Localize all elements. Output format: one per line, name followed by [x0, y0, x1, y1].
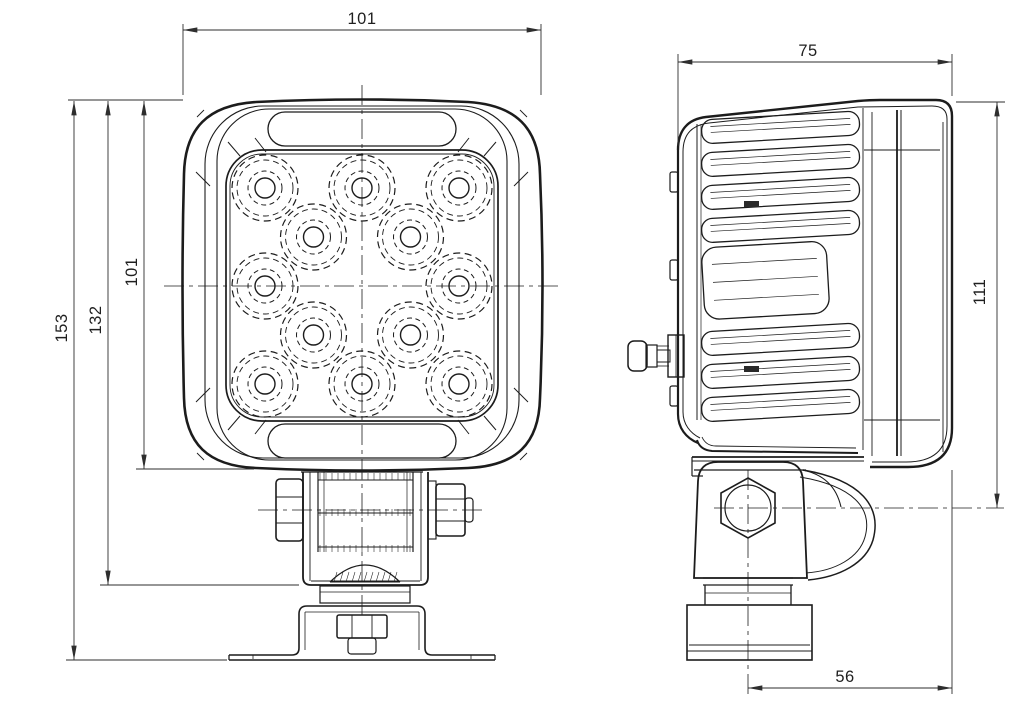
- pivot-lug: [693, 461, 842, 579]
- base-block: [686, 604, 813, 661]
- housing-outline: [181, 98, 544, 472]
- heatsink-fin: [700, 143, 861, 178]
- dim-132-label: 132: [87, 305, 105, 334]
- led-optic: [231, 350, 299, 418]
- heatsink-fin: [700, 176, 861, 211]
- dim-height-153: 153: [53, 100, 227, 661]
- housing-outer-shell: [181, 98, 544, 472]
- bezel-segment-joints: [195, 137, 529, 435]
- dim-height-132: 132: [87, 100, 299, 586]
- mounting-nut: [336, 614, 388, 655]
- dim-height-111: 111: [956, 101, 1005, 509]
- fin-slot: [744, 366, 759, 372]
- pedestal: [686, 577, 813, 661]
- rear-clip-tab: [669, 385, 679, 407]
- dim-offset-56: 56: [747, 470, 953, 694]
- dim-width-101: 101: [182, 10, 542, 95]
- dim-153-label: 153: [53, 313, 71, 342]
- connector-plug: [627, 334, 685, 378]
- rear-panel: [669, 150, 701, 445]
- spring-dome: [329, 564, 401, 583]
- dim-111-label: 111: [971, 279, 989, 306]
- rear-clip-tab: [669, 259, 679, 281]
- heatsink-fin-wide: [701, 240, 830, 320]
- led-optic: [425, 154, 493, 222]
- led-optic: [425, 350, 493, 418]
- knurled-pivot-pin: [317, 472, 414, 552]
- dim-56-label: 56: [835, 668, 854, 686]
- heatsink-fin: [700, 388, 861, 423]
- led-optic: [376, 301, 445, 369]
- mounting-bracket-front: [228, 471, 496, 661]
- pedestal-disc: [319, 585, 411, 604]
- heatsink-fin: [700, 322, 861, 357]
- dim-height-101: 101: [123, 100, 254, 470]
- side-shell-outer: [676, 98, 954, 469]
- dim-height-label: 101: [123, 257, 141, 286]
- led-optic: [231, 154, 299, 222]
- led-optic: [279, 301, 348, 369]
- pivot-bolt-left: [275, 478, 304, 542]
- side-shell-inner: [682, 105, 948, 463]
- lens-clip-bottom: [267, 423, 457, 459]
- front-dimensions: 101 101 132 153: [53, 10, 542, 661]
- side-housing: [627, 98, 954, 661]
- lens-panel-outer: [225, 149, 499, 422]
- heatsink-fin: [700, 209, 861, 244]
- side-view: 75 111 56: [627, 42, 1005, 698]
- side-dimensions: 75 111 56: [677, 42, 1005, 694]
- u-bracket: [302, 472, 429, 586]
- heatsink-bottom-edge: [696, 439, 859, 454]
- bracket-strap: [799, 469, 876, 581]
- lug-rear-arm: [801, 469, 842, 508]
- fin-slot: [744, 201, 759, 207]
- shell-corner-ticks: [196, 109, 528, 461]
- rear-clip-tab: [669, 171, 679, 193]
- dim-depth-75: 75: [677, 42, 953, 146]
- pivot-nut-right: [427, 480, 474, 540]
- led-optic: [279, 203, 348, 271]
- mounting-foot-bracket: [228, 605, 496, 661]
- mount-plate: [691, 456, 864, 477]
- front-view: 101 101 132 153: [53, 10, 560, 661]
- centerlines-side: [714, 470, 1004, 698]
- dim-width-label: 101: [347, 10, 376, 28]
- heatsink-fins: [696, 110, 861, 454]
- stud-tip: [347, 637, 377, 655]
- front-bezel-side: [862, 108, 944, 456]
- dim-depth-label: 75: [798, 42, 817, 60]
- led-optic: [376, 203, 445, 271]
- heatsink-fin: [700, 355, 861, 390]
